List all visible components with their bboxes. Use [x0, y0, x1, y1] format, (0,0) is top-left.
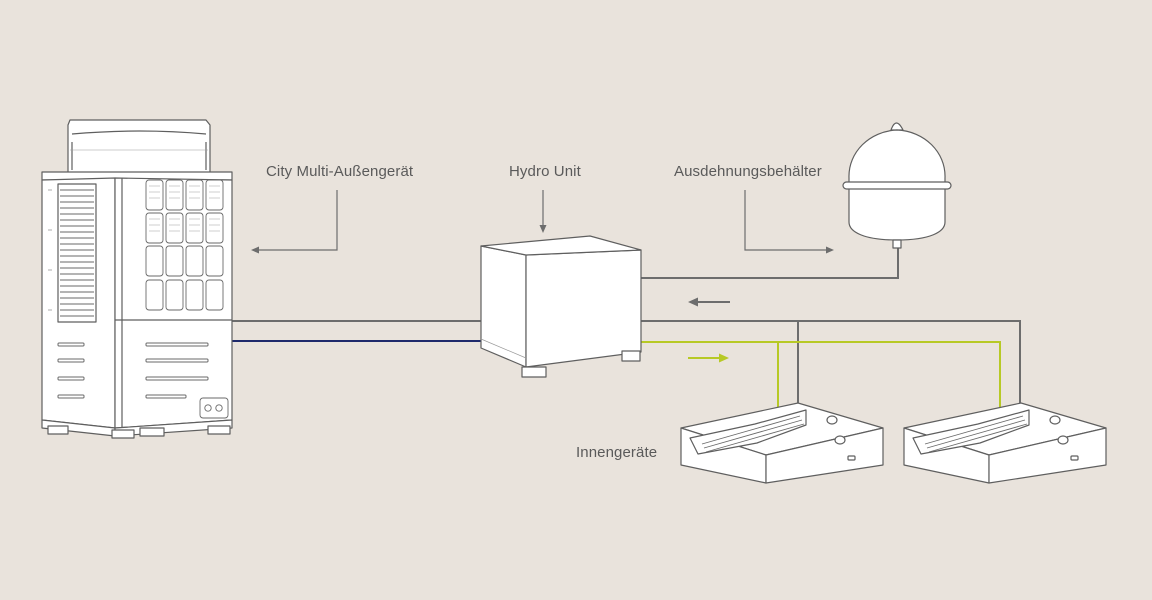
- expansion-tank-pipe: [641, 245, 899, 279]
- water-return-pipe: [641, 320, 1021, 408]
- expansion-tank: [842, 122, 952, 249]
- hydro-unit-callout: [539, 190, 547, 233]
- indoor-units-label: Innengeräte: [576, 444, 658, 461]
- outdoor-unit-callout: [251, 190, 338, 254]
- hydro-unit: [480, 235, 642, 378]
- expansion-tank-callout: [744, 190, 834, 254]
- outdoor-unit-label: City Multi-Außengerät: [266, 163, 414, 180]
- outdoor-unit: [41, 119, 233, 439]
- indoor-unit-1: [680, 402, 884, 484]
- water-supply-pipe: [641, 341, 1001, 408]
- expansion-tank-label: Ausdehnungsbehälter: [674, 163, 822, 180]
- return-flow-arrow: [688, 297, 730, 307]
- hydro-unit-label: Hydro Unit: [509, 163, 581, 180]
- indoor-unit-2: [903, 402, 1107, 484]
- supply-flow-arrow: [688, 353, 729, 363]
